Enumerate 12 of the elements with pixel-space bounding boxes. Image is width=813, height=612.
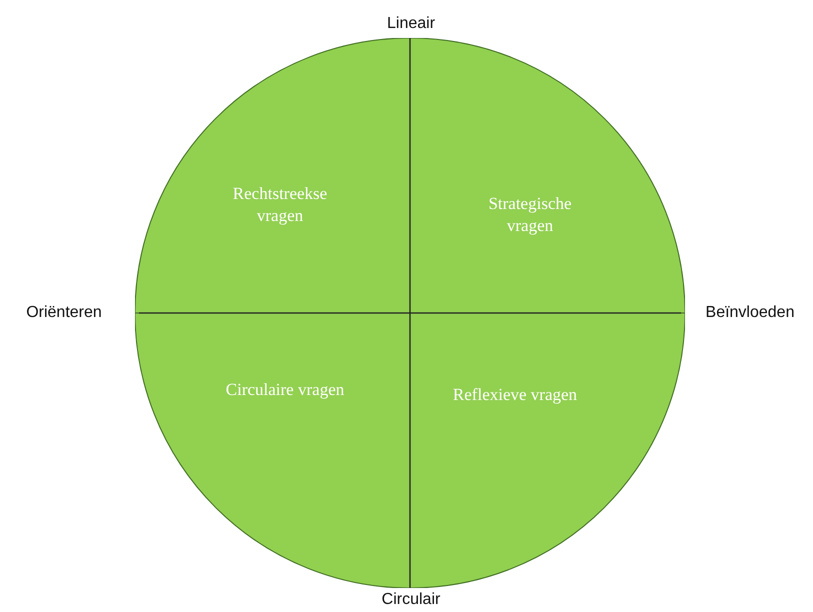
axis-label: Lineair (386, 15, 436, 33)
quadrant-label: Circulaire vragen (224, 379, 346, 401)
axis-label: Beïnvloeden (706, 304, 794, 322)
quadrant-sector (410, 313, 685, 588)
quadrant-sector (135, 38, 410, 313)
quadrant-sector (135, 313, 410, 588)
quadrant-sector (410, 38, 685, 313)
axis-label: Oriënteren (26, 304, 102, 322)
quadrant-label: Strategische vragen (487, 193, 573, 237)
quadrant-label: Rechtstreekse vragen (232, 183, 328, 227)
axis-label: Circulair (382, 591, 440, 609)
quadrant-label: Reflexieve vragen (452, 384, 578, 406)
